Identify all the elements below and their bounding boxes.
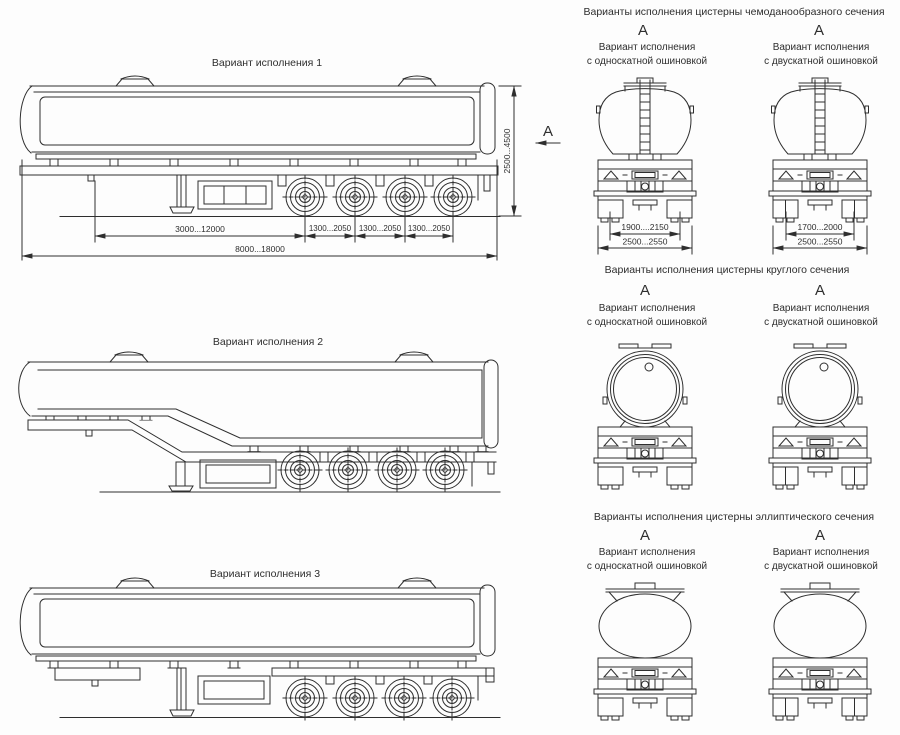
rear-view-round-single: [593, 343, 697, 490]
section-header-ellipse: Варианты исполнения цистерны эллиптическ…: [593, 511, 875, 523]
side-view-2-title: Вариант исполнения 2: [212, 336, 324, 348]
variant-caption: с односкатной ошиновкой: [586, 56, 708, 67]
rear-view-case-single: [593, 77, 697, 223]
dim-axle-spacing-2: 1300...2050: [359, 224, 402, 233]
variant-caption: с двускатной ошиновкой: [764, 561, 878, 572]
variant-caption: с двускатной ошиновкой: [764, 317, 878, 328]
side-view-2-drawing: [18, 351, 501, 493]
variant-caption: Вариант исполнения: [598, 303, 696, 314]
rear-view-dimension-lines: [597, 211, 868, 255]
rear-view-round-dual: [769, 343, 871, 489]
dim-axle-spacing-3: 1300...2050: [408, 224, 451, 233]
view-arrow-label: А: [637, 22, 649, 39]
variant-caption: с двускатной ошиновкой: [764, 56, 878, 67]
dim-width-dual: 2500...2550: [798, 237, 843, 247]
variant-caption: Вариант исполнения: [772, 42, 870, 53]
dimension-lines: [21, 85, 561, 261]
variant-caption: с односкатной ошиновкой: [586, 317, 708, 328]
rear-view-ellipse-dual: [769, 582, 871, 720]
section-header-round: Варианты исполнения цистерны круглого се…: [604, 264, 850, 276]
chassis-frame: [19, 165, 501, 217]
wheels: [282, 174, 476, 220]
tank-body: [18, 351, 499, 453]
view-arrow-label: А: [814, 282, 826, 299]
view-arrow-label: А: [813, 22, 825, 39]
variant-caption: Вариант исполнения: [772, 303, 870, 314]
wheels: [277, 447, 468, 493]
view-arrow-label: А: [639, 282, 651, 299]
dim-track-dual: 1700...2000: [798, 222, 843, 232]
variant-caption: Вариант исполнения: [598, 42, 696, 53]
rear-view-case-dual: [769, 77, 871, 222]
side-view-3-title: Вариант исполнения 3: [209, 568, 321, 580]
side-view-3-drawing: [20, 578, 501, 721]
wheels: [282, 675, 475, 721]
variant-caption: Вариант исполнения: [772, 547, 870, 558]
side-view-1-drawing: 3000...12000 1300...2050 1300...2050 130…: [19, 76, 561, 261]
dim-track-single: 1900....2150: [621, 222, 669, 232]
section-header-case: Варианты исполнения цистерны чемоданообр…: [583, 6, 885, 18]
side-view-1-title: Вариант исполнения 1: [211, 57, 323, 69]
chassis-frame: [54, 667, 501, 718]
tank-body: [20, 578, 495, 668]
dim-width-single: 2500...2550: [623, 237, 668, 247]
rear-view-ellipse-single: [593, 582, 697, 721]
view-arrow-label: А: [814, 527, 826, 544]
dim-kingpin-to-axle: 3000...12000: [175, 224, 225, 234]
variant-caption: Вариант исполнения: [598, 547, 696, 558]
dim-overall-height: 2500...4500: [502, 128, 512, 173]
view-arrow-label: А: [639, 527, 651, 544]
dim-overall-length: 8000...18000: [235, 244, 285, 254]
view-arrow-label: А: [542, 123, 554, 140]
variant-caption: с односкатной ошиновкой: [586, 561, 708, 572]
tank-body: [20, 76, 495, 166]
dim-axle-spacing-1: 1300...2050: [309, 224, 352, 233]
